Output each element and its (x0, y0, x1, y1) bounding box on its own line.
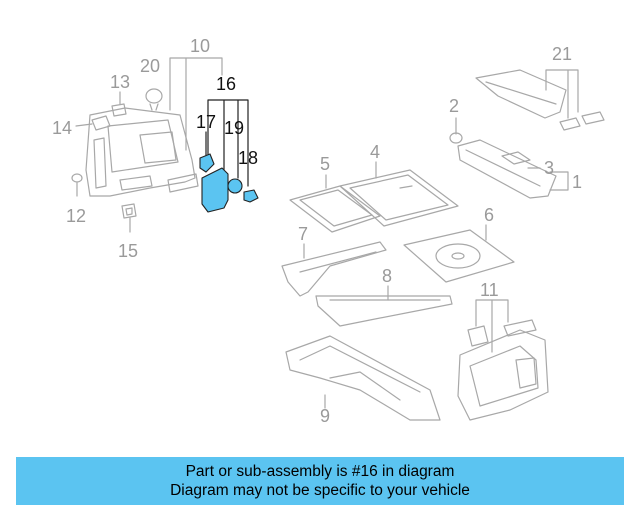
callout-19: 19 (224, 118, 244, 138)
callout-2: 2 (449, 96, 459, 116)
caption-banner: Part or sub-assembly is #16 in diagram D… (16, 457, 624, 505)
part-16-assembly (199, 153, 259, 213)
part-9-floor-mat (285, 335, 441, 421)
callout-1: 1 (572, 172, 582, 192)
part-12-clip (71, 173, 83, 197)
callout-18: 18 (238, 148, 258, 168)
part-21-tonneau-cover (475, 69, 605, 131)
part-8-sill (315, 295, 453, 327)
callout-14: 14 (52, 118, 72, 138)
callout-7: 7 (298, 224, 308, 244)
callout-17: 17 (196, 112, 216, 132)
callout-13: 13 (110, 72, 130, 92)
part-18-clip (243, 189, 259, 203)
callout-9: 9 (320, 406, 330, 426)
part-11-quarter-trim (457, 319, 549, 421)
callout-21: 21 (552, 44, 572, 64)
callout-11: 11 (480, 280, 499, 300)
part-15-clip (121, 203, 137, 219)
caption-line-2: Diagram may not be specific to your vehi… (170, 482, 470, 499)
part-17-clip (199, 153, 215, 173)
part-4-floor-panel (339, 169, 459, 227)
part-14-clip (91, 115, 111, 131)
part-2-clip (449, 132, 463, 144)
part-10-quarter-trim (85, 107, 199, 197)
part-13-clip (111, 103, 127, 117)
callout-3: 3 (544, 158, 554, 178)
callout-16: 16 (216, 74, 236, 94)
callout-15: 15 (118, 241, 138, 261)
part-6-spare-cover (403, 229, 515, 283)
callout-12: 12 (66, 206, 86, 226)
caption-line-1: Part or sub-assembly is #16 in diagram (185, 463, 455, 480)
callout-8: 8 (382, 266, 392, 286)
part-19-grommet (227, 178, 243, 194)
part-7-rail (281, 241, 387, 297)
callout-5: 5 (320, 154, 330, 174)
callout-20: 20 (140, 56, 160, 76)
part-1-end-trim (457, 139, 557, 199)
part-16-pillar-trim (201, 167, 229, 213)
callout-4: 4 (370, 142, 380, 162)
callout-6: 6 (484, 205, 494, 225)
part-20-clip (145, 88, 163, 111)
callout-10: 10 (190, 36, 210, 56)
